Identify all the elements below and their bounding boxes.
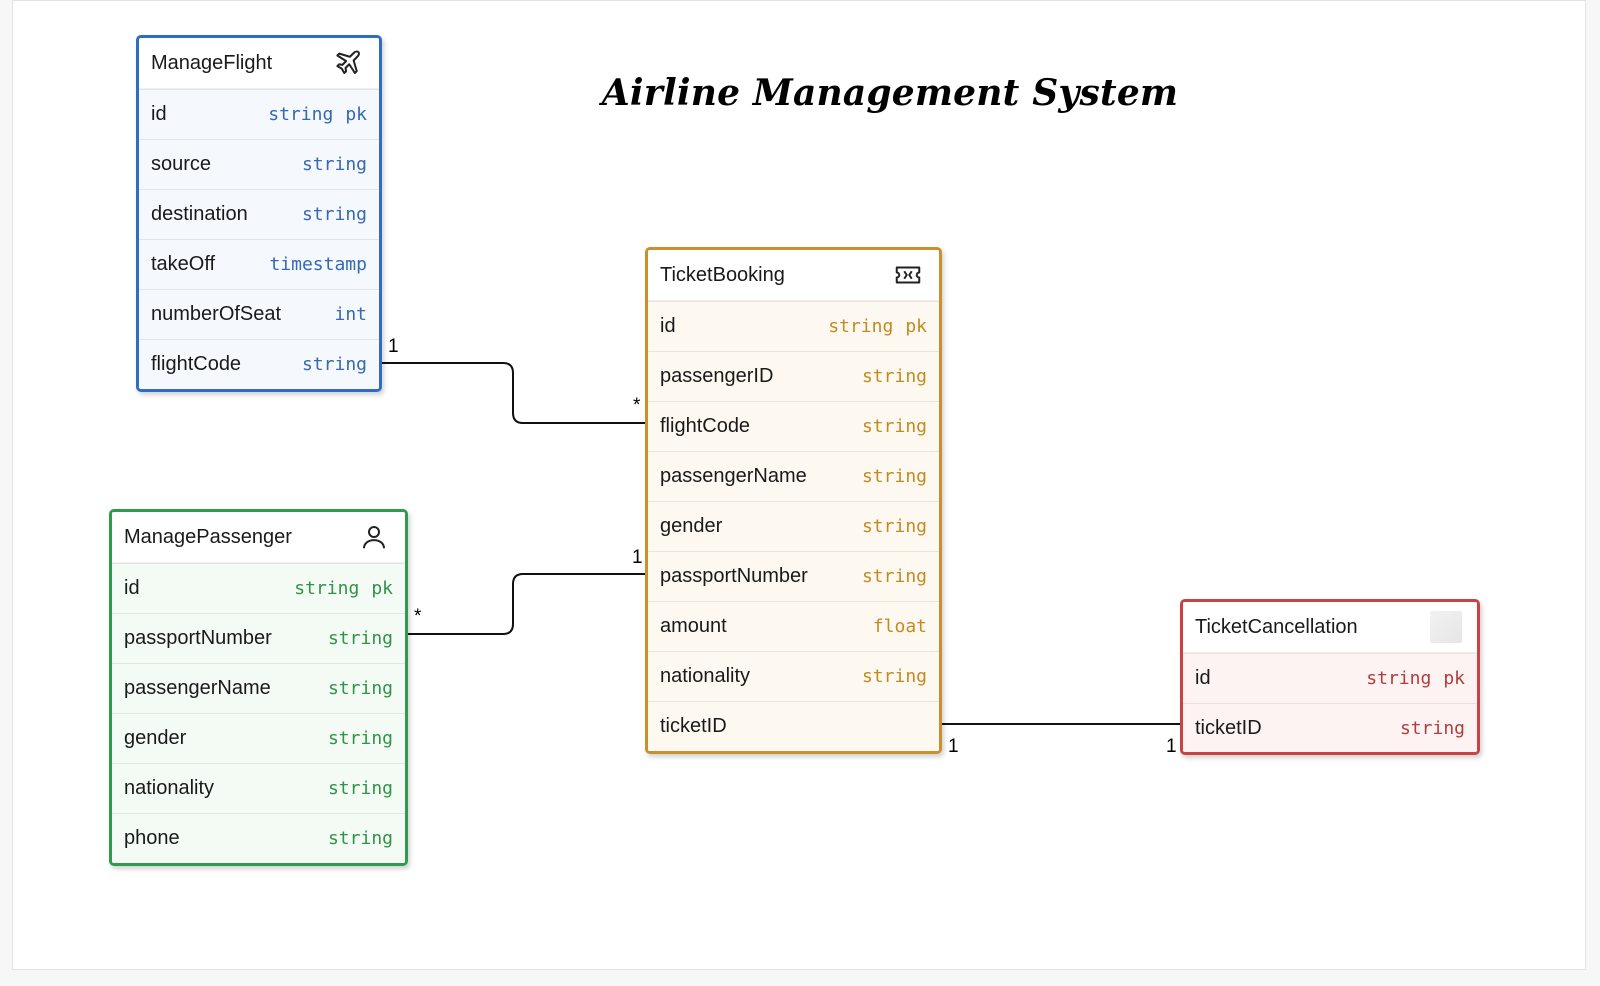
field-type: string	[301, 204, 367, 225]
entity-header[interactable]: TicketBooking	[648, 250, 939, 301]
field-name: passengerName	[124, 677, 271, 699]
field-type: string	[327, 728, 393, 749]
field-name: gender	[660, 515, 723, 537]
field-type: string	[861, 516, 927, 537]
field-row[interactable]: passengerID string	[648, 351, 939, 401]
diagram-title: Airline Management System	[601, 72, 1179, 114]
field-name: passengerID	[660, 365, 774, 387]
field-row[interactable]: id string pk	[648, 301, 939, 351]
field-name: ticketID	[1195, 717, 1262, 739]
field-name: ticketID	[660, 715, 727, 737]
entity-ticket-cancellation[interactable]: TicketCancellation id string pk ticketID st…	[1180, 599, 1480, 755]
field-type: float	[872, 616, 927, 637]
entity-ticket-booking[interactable]: TicketBooking id string pk passengerID stri…	[645, 247, 942, 754]
cardinality-label: 1	[1166, 736, 1177, 757]
field-name: nationality	[124, 777, 215, 799]
field-row[interactable]: flightCode string	[648, 401, 939, 451]
entity-header[interactable]: TicketCancellation	[1183, 602, 1477, 653]
blank-icon	[1429, 610, 1463, 644]
field-name: takeOff	[151, 253, 216, 275]
field-type: string	[327, 678, 393, 699]
cardinality-label: 1	[388, 336, 399, 357]
field-row[interactable]: nationality string	[112, 763, 405, 813]
field-row[interactable]: id string pk	[139, 89, 379, 139]
airplane-icon	[331, 46, 365, 80]
field-name: flightCode	[151, 353, 242, 375]
entity-name: TicketBooking	[660, 263, 785, 286]
field-name: phone	[124, 827, 180, 849]
field-row[interactable]: id string pk	[112, 563, 405, 613]
field-row[interactable]: numberOfSeat int	[139, 289, 379, 339]
field-name: passportNumber	[124, 627, 272, 649]
field-name: gender	[124, 727, 187, 749]
entity-name: ManagePassenger	[124, 525, 292, 548]
field-name: destination	[151, 203, 248, 225]
field-key: pk	[905, 316, 927, 337]
entity-name: ManageFlight	[151, 51, 273, 74]
field-type: string	[327, 628, 393, 649]
field-row[interactable]: source string	[139, 139, 379, 189]
field-name: id	[151, 103, 167, 125]
field-name: id	[124, 577, 140, 599]
field-key: pk	[345, 104, 367, 125]
field-row[interactable]: phone string	[112, 813, 405, 863]
relation-flight-booking	[374, 362, 651, 424]
field-name: passportNumber	[660, 565, 808, 587]
entity-header[interactable]: ManagePassenger	[112, 512, 405, 563]
entity-manage-passenger[interactable]: ManagePassenger id string pk passportNumbe…	[109, 509, 408, 866]
field-row[interactable]: ticketID string	[1183, 703, 1477, 752]
field-type: timestamp	[269, 254, 367, 275]
field-type: string	[327, 778, 393, 799]
entity-name: TicketCancellation	[1195, 615, 1358, 638]
field-name: nationality	[660, 665, 751, 687]
field-row[interactable]: ticketID	[648, 701, 939, 751]
field-type: string	[828, 316, 894, 337]
field-name: numberOfSeat	[151, 303, 282, 325]
field-row[interactable]: takeOff timestamp	[139, 239, 379, 289]
field-type: string	[301, 354, 367, 375]
field-type: string	[861, 416, 927, 437]
field-type: string	[861, 366, 927, 387]
field-type: string	[861, 666, 927, 687]
cardinality-label: 1	[948, 736, 959, 757]
field-row[interactable]: passportNumber string	[648, 551, 939, 601]
field-type: string	[861, 566, 927, 587]
cardinality-label: 1	[632, 547, 643, 568]
user-icon	[357, 520, 391, 554]
field-type: int	[334, 304, 367, 325]
field-row[interactable]: nationality string	[648, 651, 939, 701]
field-type: string	[268, 104, 334, 125]
entity-header[interactable]: ManageFlight	[139, 38, 379, 89]
field-row[interactable]: amount float	[648, 601, 939, 651]
field-row[interactable]: id string pk	[1183, 653, 1477, 703]
field-key: pk	[371, 578, 393, 599]
field-row[interactable]: passengerName string	[112, 663, 405, 713]
cardinality-label: *	[414, 606, 422, 627]
field-name: amount	[660, 615, 727, 637]
field-name: id	[660, 315, 676, 337]
field-type: string	[1366, 668, 1432, 689]
entity-manage-flight[interactable]: ManageFlight id string pk source string des…	[136, 35, 382, 392]
field-type: string	[327, 828, 393, 849]
field-name: flightCode	[660, 415, 751, 437]
relation-passenger-booking	[400, 573, 651, 635]
field-name: passengerName	[660, 465, 807, 487]
field-row[interactable]: flightCode string	[139, 339, 379, 389]
field-name: id	[1195, 667, 1211, 689]
field-type: string	[1399, 718, 1465, 739]
field-row[interactable]: destination string	[139, 189, 379, 239]
field-row[interactable]: passengerName string	[648, 451, 939, 501]
field-type: string	[301, 154, 367, 175]
field-row[interactable]: passportNumber string	[112, 613, 405, 663]
field-row[interactable]: gender string	[648, 501, 939, 551]
field-row[interactable]: gender string	[112, 713, 405, 763]
cardinality-label: *	[633, 395, 641, 416]
field-key: pk	[1443, 668, 1465, 689]
field-type: string	[861, 466, 927, 487]
field-type: string	[294, 578, 360, 599]
ticket-icon	[891, 258, 925, 292]
field-name: source	[151, 153, 212, 175]
